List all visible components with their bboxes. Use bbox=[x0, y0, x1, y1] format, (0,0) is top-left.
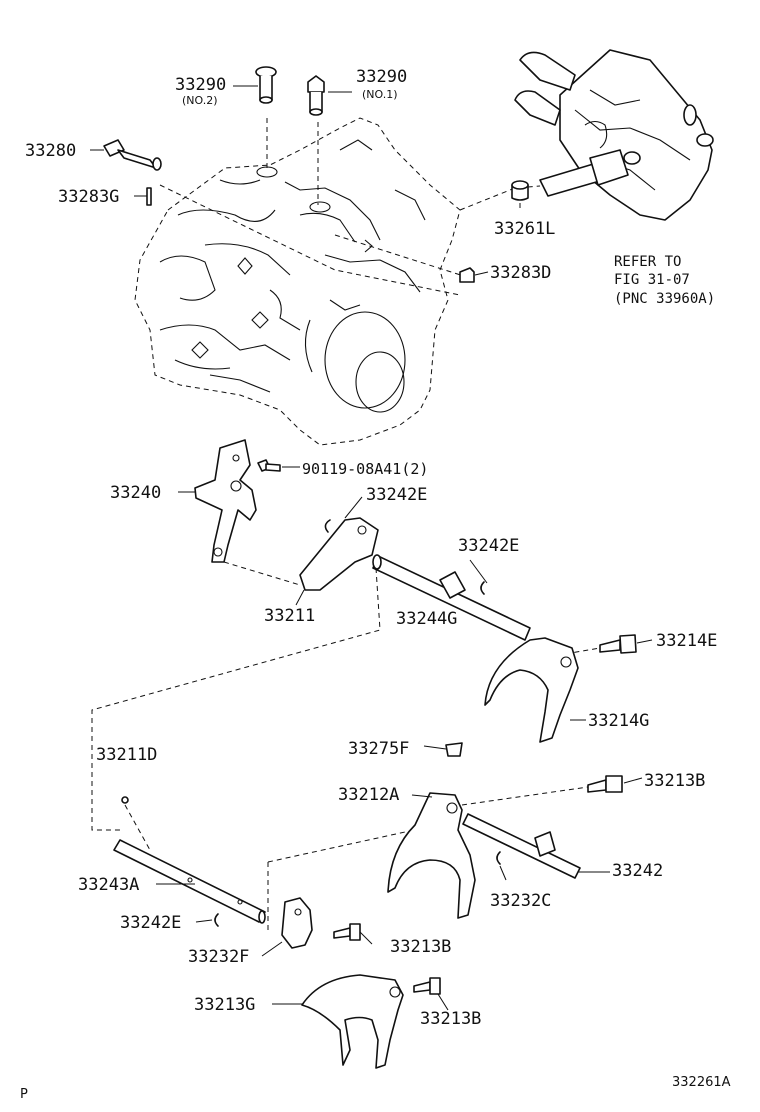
snap-ring-33242e-c bbox=[214, 913, 219, 927]
label-33213b-a: 33213B bbox=[644, 771, 705, 791]
label-33243a: 33243A bbox=[78, 875, 139, 895]
fork-33213g bbox=[301, 974, 404, 1069]
label-33290-no1: 33290 bbox=[356, 67, 407, 87]
bolt-33214e bbox=[599, 634, 637, 654]
label-33244g: 33244G bbox=[396, 609, 457, 629]
label-33214e: 33214E bbox=[656, 631, 717, 651]
label-33283g: 33283G bbox=[58, 187, 119, 207]
label-33214g: 33214G bbox=[588, 711, 649, 731]
label-33232f: 33232F bbox=[188, 947, 249, 967]
label-90119: 90119-08A41(2) bbox=[302, 460, 428, 478]
footer-left-code: P bbox=[20, 1087, 28, 1102]
label-33240: 33240 bbox=[110, 483, 161, 503]
inner-lever-33211 bbox=[299, 517, 379, 591]
refer-line-1: REFER TO bbox=[614, 254, 681, 270]
label-33212a: 33212A bbox=[338, 785, 399, 805]
shift-lever-33240 bbox=[194, 439, 257, 563]
label-33242e-b: 33242E bbox=[458, 536, 519, 556]
label-33242e-c: 33242E bbox=[120, 913, 181, 933]
label-33290-no2-sub: (NO.2) bbox=[182, 94, 218, 107]
plug-33283d bbox=[459, 267, 475, 283]
snap-ring-33242e-b bbox=[480, 581, 485, 595]
plug-33275f bbox=[445, 742, 463, 757]
bolt-33213b-c bbox=[413, 977, 441, 995]
label-33283d: 33283D bbox=[490, 263, 551, 283]
bolt-33213b-b bbox=[333, 923, 361, 941]
label-33213b-b: 33213B bbox=[390, 937, 451, 957]
bush-33261l bbox=[511, 180, 529, 201]
bolt-33290-no2 bbox=[255, 66, 277, 104]
label-33213g: 33213G bbox=[194, 995, 255, 1015]
shaft-33242 bbox=[462, 813, 581, 879]
bolt-33290-no1 bbox=[307, 75, 325, 116]
shaft-33243a bbox=[113, 839, 266, 924]
label-33211d: 33211D bbox=[96, 745, 157, 765]
shift-lever-housing bbox=[514, 49, 714, 221]
label-33290-no2: 33290 bbox=[175, 75, 226, 95]
refer-line-2: FIG 31-07 bbox=[614, 272, 690, 288]
label-33261l: 33261L bbox=[494, 219, 555, 239]
label-33275f: 33275F bbox=[348, 739, 409, 759]
label-33232c: 33232C bbox=[490, 891, 551, 911]
label-33280: 33280 bbox=[25, 141, 76, 161]
label-33211: 33211 bbox=[264, 606, 315, 626]
label-33213b-c: 33213B bbox=[420, 1009, 481, 1029]
label-33242: 33242 bbox=[612, 861, 663, 881]
label-33242e-a: 33242E bbox=[366, 485, 427, 505]
snap-ring-33232c bbox=[496, 851, 501, 865]
bolt-33213b-a bbox=[587, 775, 623, 793]
snap-ring-33242e-a bbox=[324, 519, 331, 533]
leader-lines bbox=[90, 85, 653, 1011]
switch-33280 bbox=[103, 139, 162, 171]
shaft-33244g bbox=[372, 554, 531, 641]
figure-number: 332261A bbox=[672, 1075, 731, 1090]
head-33232f bbox=[281, 897, 313, 949]
label-33290-no1-sub: (NO.1) bbox=[362, 88, 398, 101]
fork-33214g bbox=[484, 637, 579, 743]
transmission-case bbox=[134, 117, 461, 446]
refer-line-3: (PNC 33960A) bbox=[614, 291, 715, 307]
pin-33283g bbox=[146, 187, 152, 206]
fork-33212a bbox=[387, 792, 476, 919]
bolt-90119 bbox=[257, 459, 281, 472]
ball-33211d bbox=[121, 796, 129, 804]
